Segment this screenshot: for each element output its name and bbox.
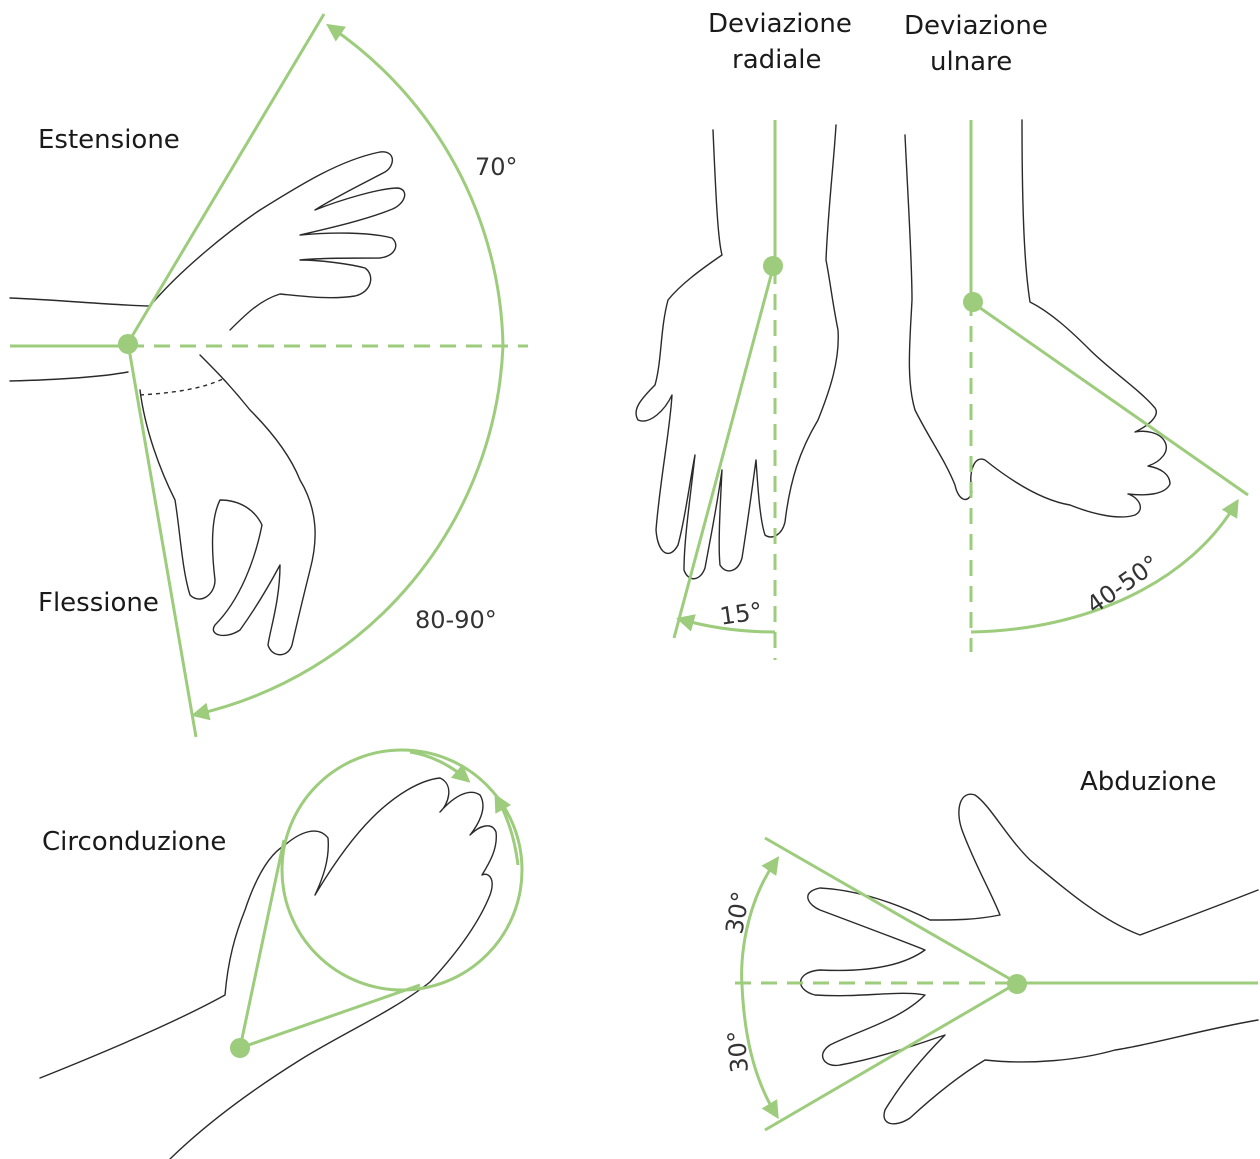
radial-title-line2: radiale [732, 45, 822, 75]
estensione-label: Estensione [38, 125, 180, 155]
circumduction-pivot-marker [230, 1038, 250, 1058]
abduction-down-angle-label: 30° [722, 1029, 754, 1074]
abduzione-label: Abduzione [1080, 767, 1217, 797]
abduction-pivot-marker [1007, 974, 1027, 994]
extension-angle-label: 70° [475, 153, 518, 181]
radial-angle-label: 15° [718, 597, 764, 631]
abduction-hand-drawing [801, 794, 1258, 1124]
wrist-pivot-marker [118, 334, 138, 354]
abduction-panel [735, 794, 1258, 1130]
radial-pivot-marker [763, 256, 783, 276]
ulnar-deviation-panel [905, 120, 1248, 652]
flessione-label: Flessione [38, 588, 159, 618]
flexion-angle-label: 80-90° [415, 606, 497, 634]
radial-deviation-panel [636, 120, 838, 660]
circonduzione-label: Circonduzione [42, 827, 226, 857]
radial-title-line1: Deviazione [708, 9, 852, 39]
ulnar-hand-drawing [905, 120, 1170, 517]
abduction-up-angle-label: 30° [720, 889, 755, 936]
circumduction-panel [40, 750, 522, 1159]
ulnar-pivot-marker [963, 292, 983, 312]
radial-hand-drawing [636, 125, 838, 579]
ulnar-title-line1: Deviazione [904, 11, 1048, 41]
flexed-hand-drawing [140, 355, 315, 655]
ulnar-title-line2: ulnare [930, 47, 1012, 77]
